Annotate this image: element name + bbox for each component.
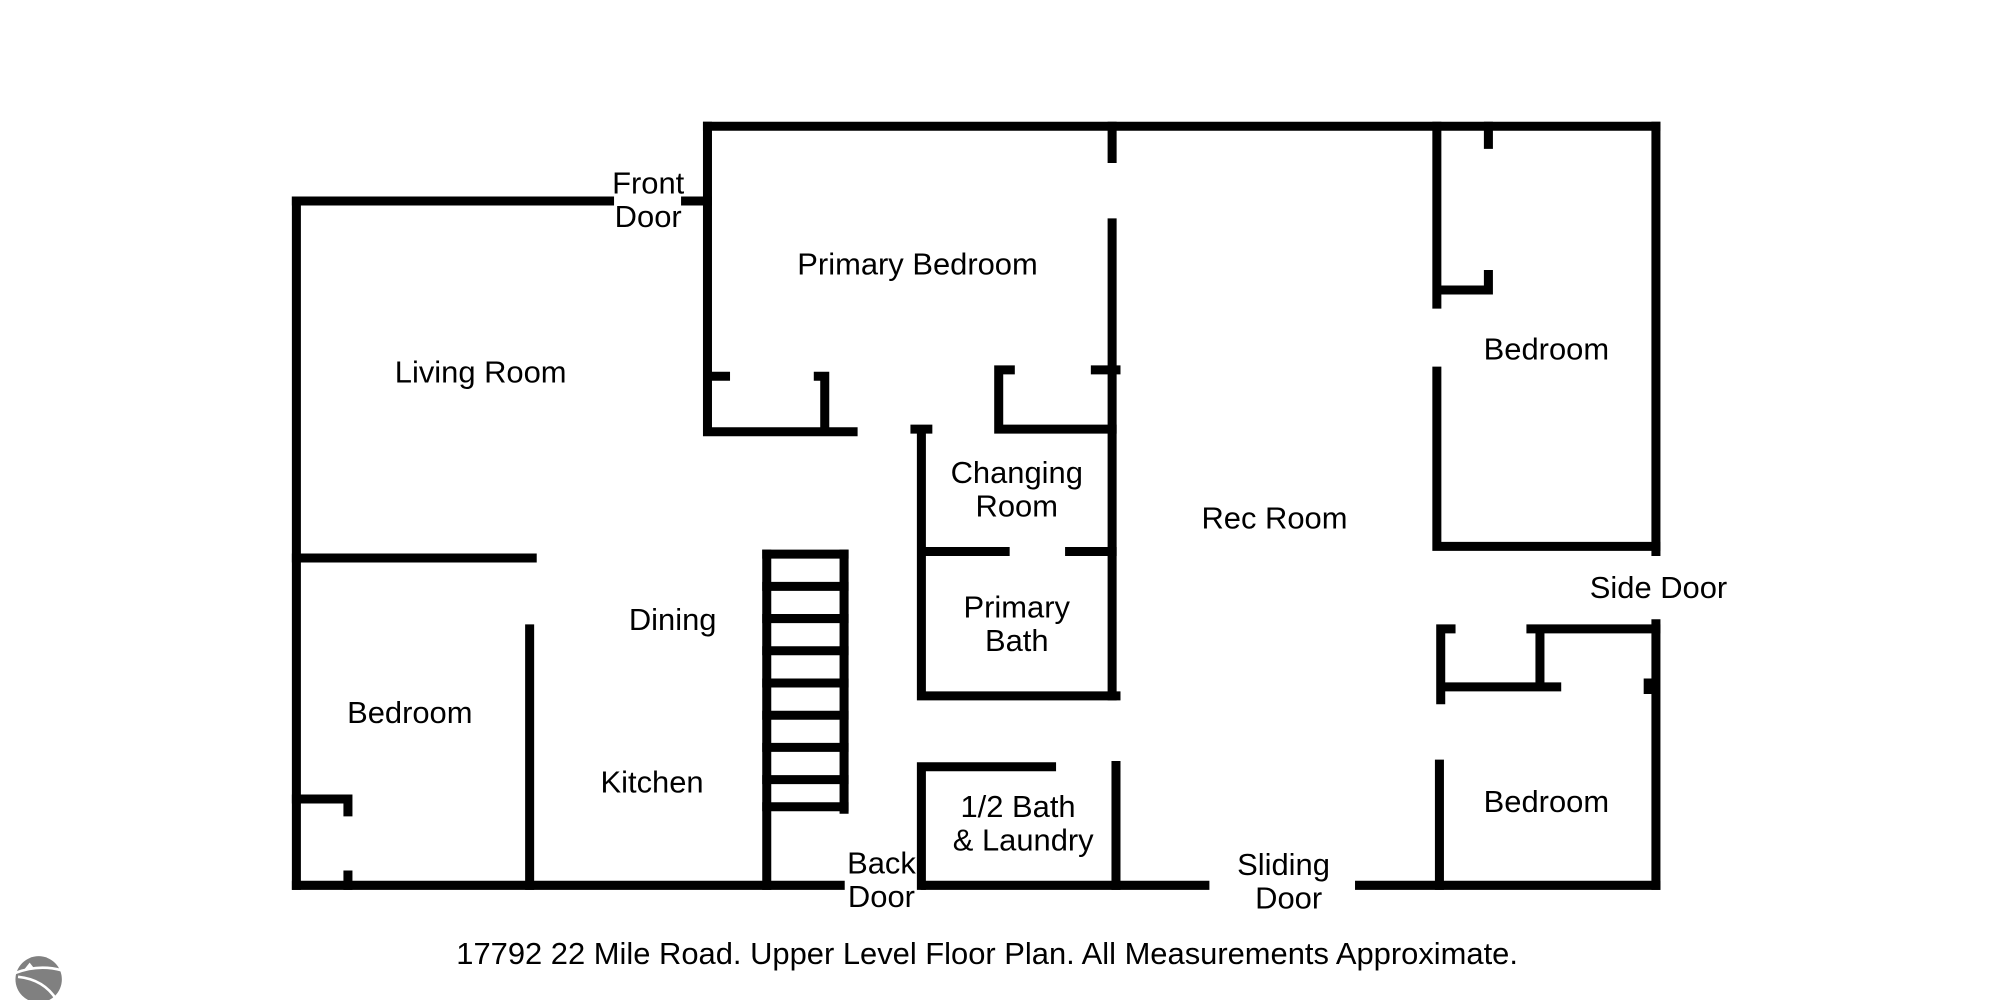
label-changing-room: Changing [951,455,1083,490]
label-side-door: Side Door [1590,570,1727,605]
label-bedroom-left: Bedroom [347,695,472,730]
label-bedroom-upper-right: Bedroom [1484,332,1609,367]
wall-primary-bedroom [702,121,858,437]
label-front-door: Front [612,165,685,200]
floor-plan-caption: 17792 22 Mile Road. Upper Level Floor Pl… [456,936,1518,971]
wall-half-bath [916,760,1121,890]
label-front-door-2: Door [615,199,682,234]
wall-side-closets [1436,624,1661,705]
label-rec-room: Rec Room [1201,500,1347,535]
wall-left-bedroom [291,553,537,890]
label-back-door-2: Door [848,879,915,914]
label-primary-bath: Primary [964,589,1071,624]
wall-changing-room [910,424,1121,701]
label-primary-bath-2: Bath [985,623,1049,658]
wall-closet [994,365,1117,434]
label-half-bath: 1/2 Bath [960,789,1075,824]
label-sliding-door: Sliding [1237,847,1330,882]
logo-icon [14,956,63,1000]
label-half-bath-2: & Laundry [953,823,1094,858]
label-kitchen: Kitchen [601,765,704,800]
label-primary-bedroom: Primary Bedroom [797,246,1037,281]
label-sliding-door-2: Door [1255,881,1322,916]
wall-right-bedroom [1432,121,1661,551]
wall-center-vertical [1090,121,1121,701]
stairs [762,549,849,890]
label-back-door: Back [847,846,916,881]
label-bedroom-lower-right: Bedroom [1484,784,1609,819]
label-changing-room-2: Room [976,489,1058,524]
walls [291,121,1661,890]
label-living-room: Living Room [395,355,567,390]
label-dining: Dining [629,602,717,637]
